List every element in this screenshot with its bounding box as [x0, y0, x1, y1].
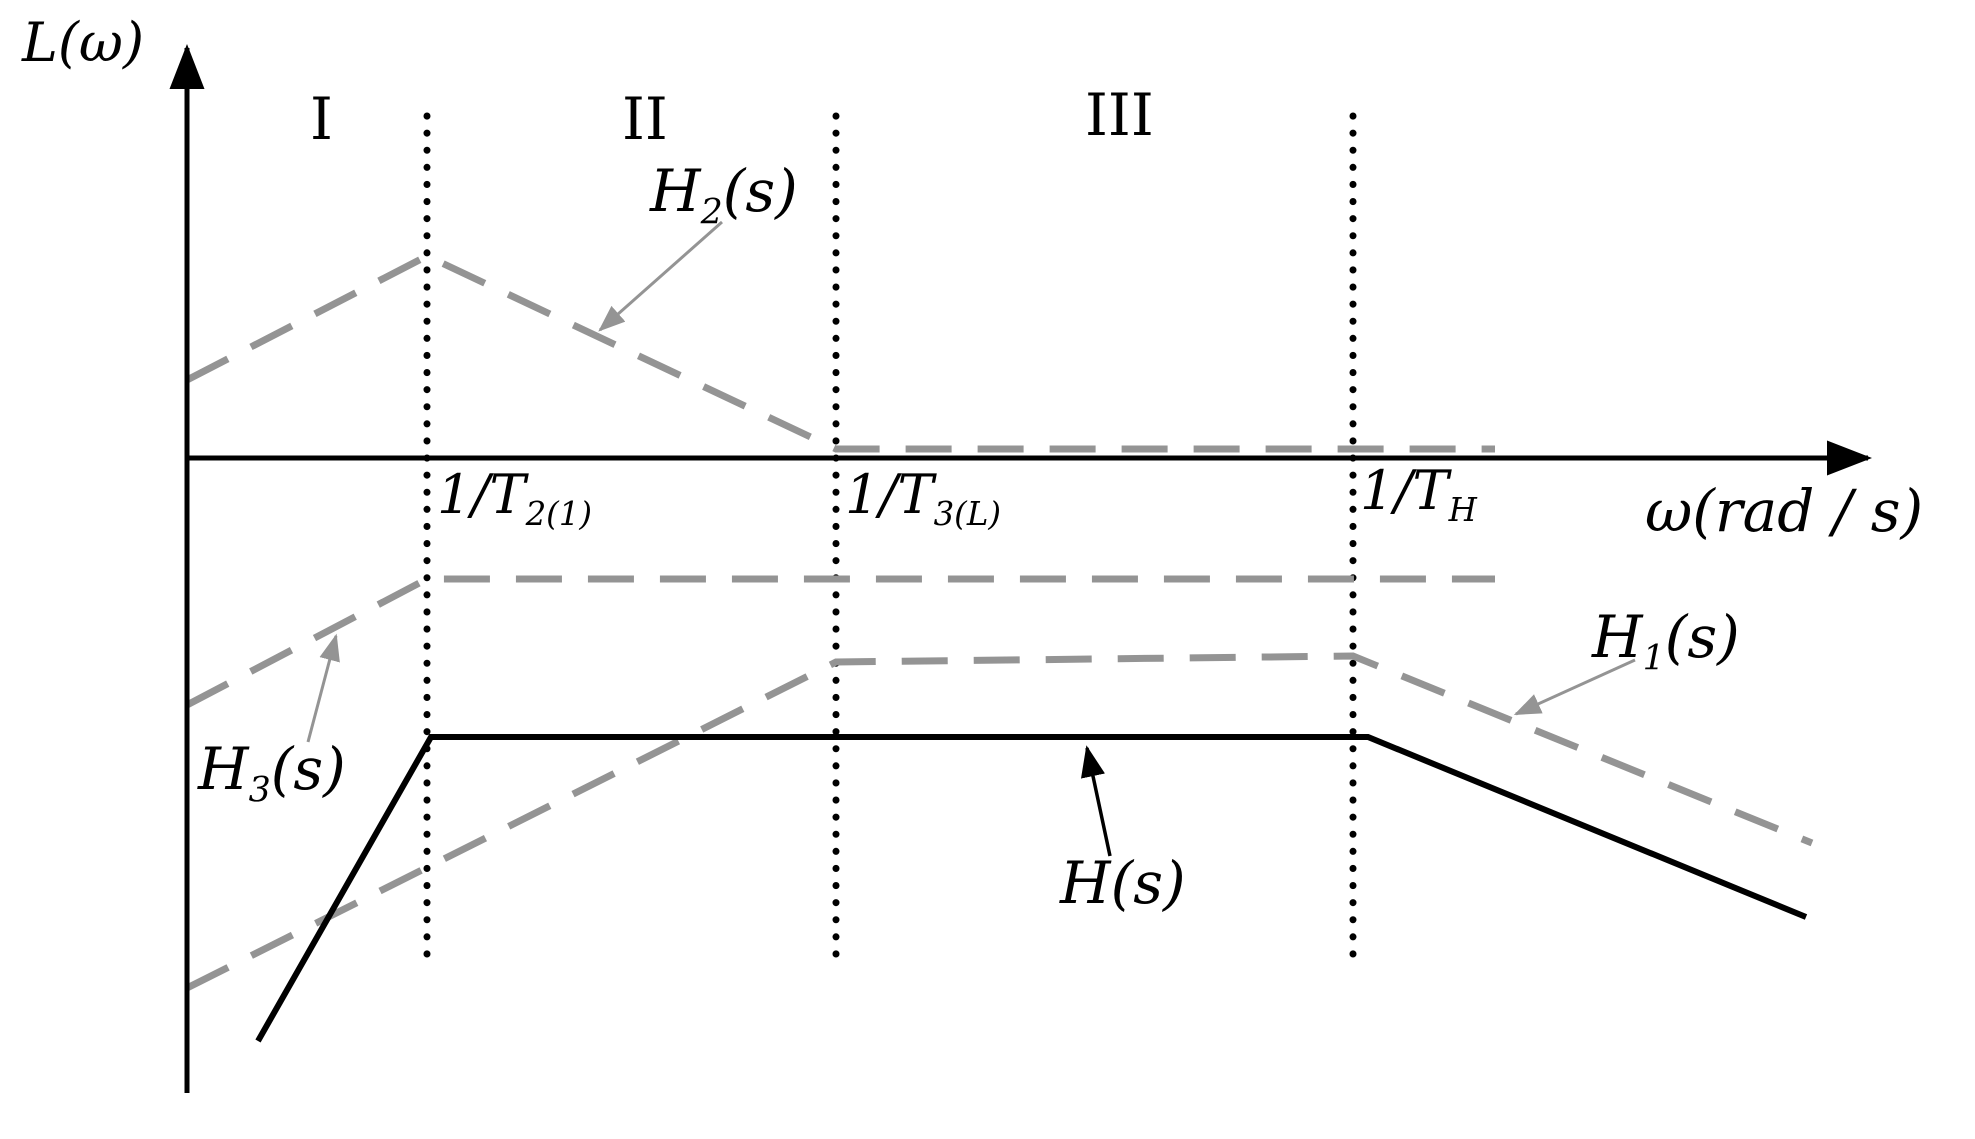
- y-axis-label: L(ω): [22, 11, 145, 74]
- curve-label-H3-main: H: [198, 735, 249, 803]
- breakpoint-3-main: 1/T: [1360, 459, 1449, 522]
- region-label-II: II: [622, 85, 668, 153]
- curve-label-H2-suffix: (s): [722, 157, 798, 225]
- breakpoint-label-3: 1/TH: [1360, 464, 1477, 526]
- breakpoint-1-sub: 2(1): [525, 494, 593, 533]
- curve-H: [255, 734, 1808, 1043]
- region-label-III: III: [1085, 81, 1154, 149]
- curve-label-H3-sub: 3: [248, 770, 271, 811]
- curve-label-H: H(s): [1060, 854, 1186, 912]
- pointer-arrows: [306, 220, 1636, 857]
- breakpoint-3-sub: H: [1448, 490, 1477, 529]
- breakpoint-label-2: 1/T3(L): [845, 468, 1001, 530]
- curve-H2: [185, 252, 1495, 453]
- curve-label-H2-sub: 2: [700, 192, 723, 233]
- h-pointer-arrow: [1080, 745, 1112, 857]
- breakpoint-1-main: 1/T: [437, 463, 526, 526]
- curve-label-H1-suffix: (s): [1664, 603, 1740, 671]
- h2-pointer-arrow: [598, 220, 723, 332]
- breakpoint-gridlines: [423, 112, 1357, 966]
- breakpoint-label-1: 1/T2(1): [437, 468, 592, 530]
- curve-label-H-suffix: (s): [1110, 849, 1186, 917]
- magnitude-curves: [185, 252, 1814, 1043]
- h1-pointer-arrow: [1513, 658, 1636, 716]
- curve-label-H1-sub: 1: [1642, 638, 1665, 679]
- breakpoint-2-sub: 3(L): [933, 494, 1001, 533]
- curve-H3: [185, 575, 1495, 709]
- breakpoint-2-main: 1/T: [845, 463, 934, 526]
- region-label-I: I: [310, 85, 333, 153]
- curve-label-H1-main: H: [1592, 603, 1643, 671]
- curve-label-H3-suffix: (s): [270, 735, 346, 803]
- curve-label-H-main: H: [1060, 849, 1111, 917]
- h3-pointer-arrow: [306, 633, 340, 743]
- axes: [169, 43, 1873, 1093]
- curve-label-H2: H2(s): [650, 162, 798, 230]
- curve-label-H3: H3(s): [198, 740, 346, 808]
- x-axis-label: ω(rad / s): [1645, 477, 1924, 545]
- curve-label-H2-main: H: [650, 157, 701, 225]
- curve-label-H1: H1(s): [1592, 608, 1740, 676]
- curve-H1: [185, 652, 1814, 992]
